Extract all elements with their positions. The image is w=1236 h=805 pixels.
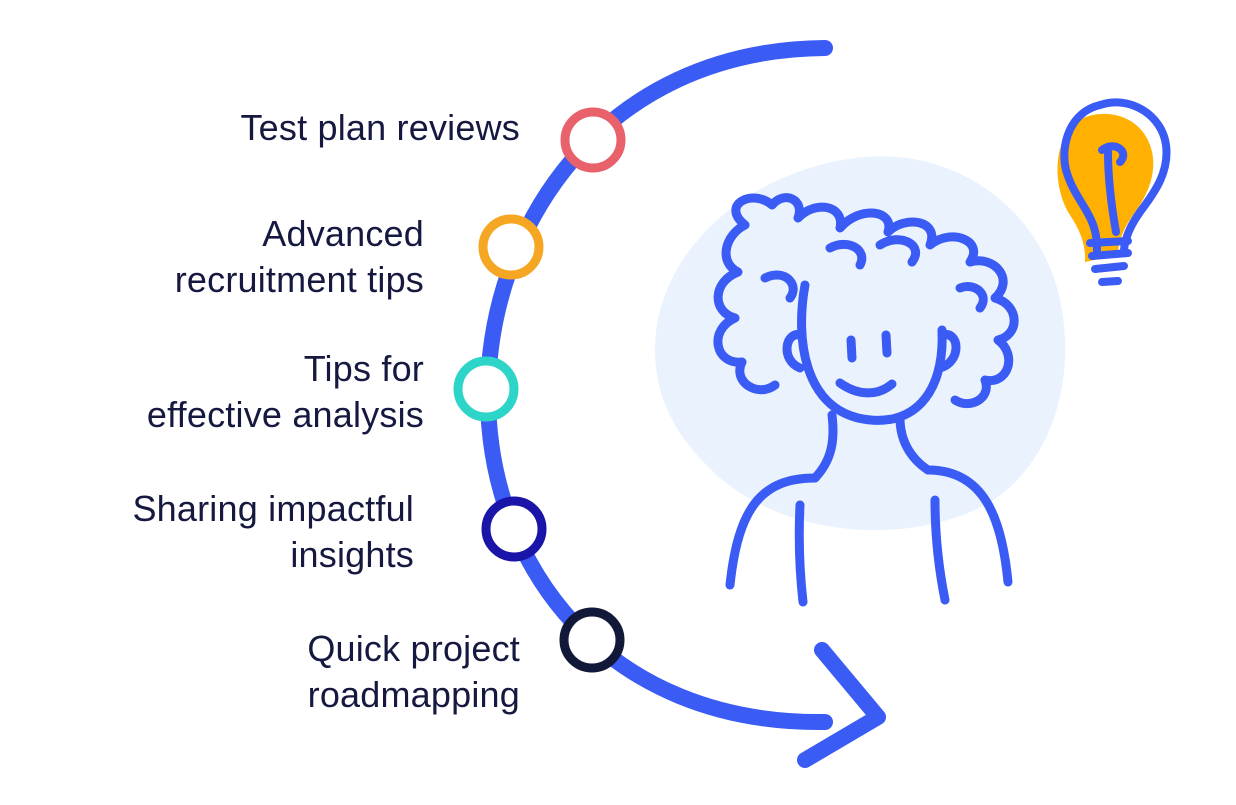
step-marker-5 [559,607,625,673]
step-marker-4 [481,496,547,562]
eye-right [881,330,892,358]
step-label-4-line-2: insights [290,534,414,575]
neck-left [810,410,838,483]
hair-curl-2 [875,235,920,267]
person-illustration [713,193,1019,607]
mouth [835,378,897,398]
step-marker-2 [478,214,544,280]
step-label-5-line-2: roadmapping [307,674,520,715]
arm-right [930,495,950,605]
step-marker-3 [453,356,519,422]
hair-curl-4 [955,282,988,313]
hair-curl-1 [825,239,867,270]
step-label-4-line-1: Sharing impactful [132,488,414,529]
eye-left [846,335,857,363]
step-label-2-line-1: Advanced [262,213,424,254]
ear-left [782,330,807,373]
background-blob [654,156,1066,531]
step-label-1: Test plan reviews [240,105,520,151]
shoulder-right [923,465,1013,587]
hair-curl-3 [760,270,798,303]
hair [731,193,1019,409]
lightbulb-icon [1057,98,1171,286]
step-label-2: Advanced recruitment tips [175,211,424,303]
neck-right [895,413,933,475]
lightbulb-fill [1057,113,1154,263]
step-label-3-line-1: Tips for [303,348,424,389]
step-label-5-line-1: Quick project [307,628,520,669]
step-label-3-line-2: effective analysis [146,394,424,435]
shoulder-left [725,473,820,590]
step-label-3: Tips for effective analysis [147,346,424,438]
arrow-head-icon [797,642,886,768]
step-label-4: Sharing impactful insights [132,486,414,578]
ear-right [935,330,961,373]
step-label-5: Quick project roadmapping [307,626,520,718]
arm-left [794,500,808,607]
step-label-2-line-2: recruitment tips [174,259,424,300]
step-marker-1 [560,107,626,173]
hair-left [713,220,780,395]
step-label-1-line-1: Test plan reviews [240,107,520,148]
